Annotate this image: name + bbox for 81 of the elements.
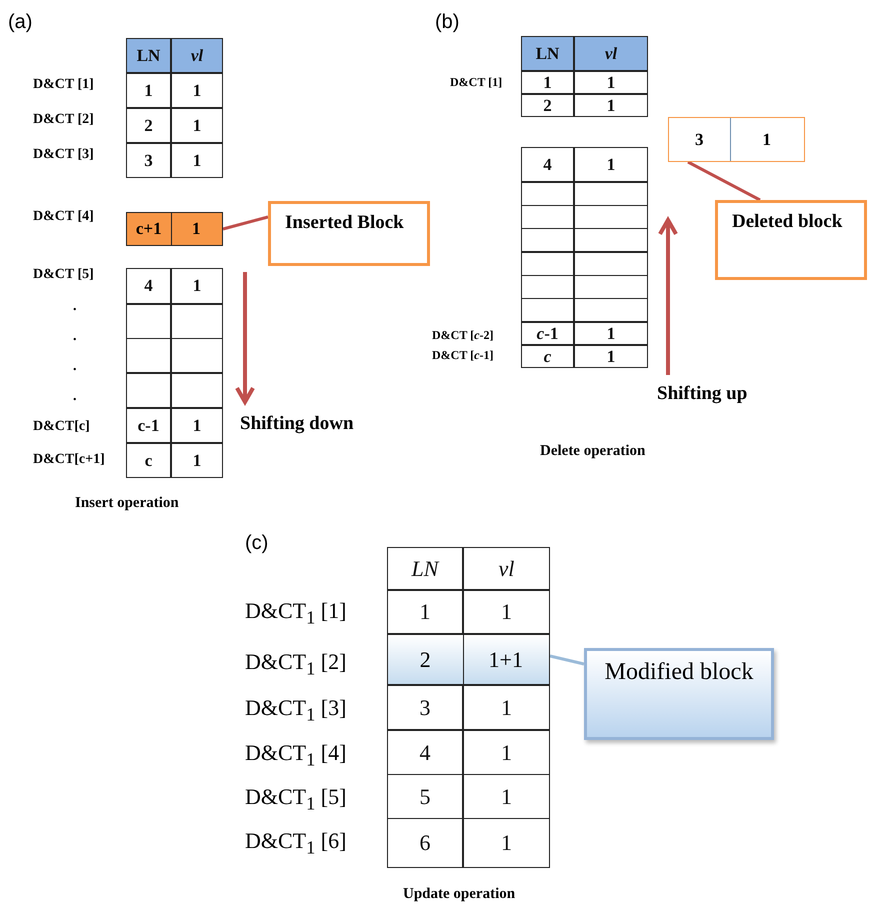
row-label: D&CT [5] [33, 268, 94, 282]
row-label: D&CT$_{1}$ [1] [245, 600, 346, 627]
table-cell: 1 [574, 322, 648, 345]
table-cell: 1 [730, 118, 803, 161]
table-cell: 3 [387, 685, 463, 730]
ellipsis-dot: . [73, 330, 76, 344]
ellipsis-dot: . [73, 360, 76, 374]
row-label: D&CT$_{1}$ [6] [245, 830, 346, 857]
callout-box: Inserted Block [268, 201, 430, 266]
table-cell: 1 [463, 685, 550, 730]
ellipsis-dot: . [73, 390, 76, 404]
table-cell: 4 [387, 730, 463, 775]
leader-line [222, 216, 268, 230]
table-cell: c [521, 345, 574, 368]
table-cell: 1 [463, 818, 550, 868]
table-cell: c-1 [126, 408, 171, 443]
table-cell: 1 [574, 147, 648, 182]
deleted-block [668, 117, 805, 162]
table-cell: 6 [387, 818, 463, 868]
table-cell: 3 [126, 143, 171, 178]
caption: Delete operation [540, 444, 646, 459]
row-label: D&CT [c-1] [432, 349, 494, 361]
table-cell: 4 [521, 147, 574, 182]
table-cell: c [126, 443, 171, 478]
table-cell: 1 [171, 73, 223, 108]
table-cell: 1 [171, 443, 223, 478]
table-cell-text: 3 [694, 128, 704, 150]
table-cell-text: c+1 [134, 218, 163, 240]
table-cell: 1 [463, 590, 550, 634]
table-cell: 1 [171, 268, 223, 304]
table-cell: 2 [126, 108, 171, 143]
table-cell: 1 [574, 71, 648, 94]
table-cell: 4 [126, 268, 171, 304]
callout-box: Modified block [584, 648, 774, 740]
row-label: D&CT [c-2] [432, 329, 494, 341]
row-label: D&CT$_{1}$ [5] [245, 786, 346, 813]
table-cell: 1 [170, 213, 221, 245]
table-cell: 1 [171, 143, 223, 178]
header-cell: vl [574, 36, 648, 71]
leader-line [687, 160, 761, 202]
header-cell: LN [521, 36, 574, 71]
row-label: D&CT [1] [33, 78, 94, 92]
header-cell: LN [126, 38, 171, 73]
row-label: D&CT [2] [33, 113, 94, 127]
table-cell: 1 [574, 345, 648, 368]
row-label: D&CT[c] [33, 420, 90, 434]
table-cell: 1 [387, 590, 463, 634]
table-cell: 1+1 [462, 635, 548, 684]
table-cell: c-1 [521, 322, 574, 345]
row-label: D&CT$_{1}$ [2] [245, 651, 346, 678]
row-label: D&CT [1] [450, 76, 502, 88]
callout-box: Deleted block [715, 200, 867, 280]
table-cell: 1 [463, 774, 550, 819]
leader-line [550, 654, 584, 666]
caption: Update operation [403, 887, 516, 902]
ellipsis-dot: . [73, 300, 76, 314]
panel-label: (c) [245, 533, 268, 553]
table-cell-text: 2 [418, 646, 432, 674]
table-cell: 1 [171, 108, 223, 143]
header-cell: vl [463, 547, 550, 590]
modified-row [387, 634, 550, 685]
table-cell: 1 [126, 73, 171, 108]
row-label: D&CT [3] [33, 148, 94, 162]
table-cell: 5 [387, 774, 463, 819]
row-label: D&CT[c+1] [33, 453, 105, 467]
table-cell: 2 [521, 94, 574, 117]
table-cell: 1 [521, 71, 574, 94]
table-cell: 1 [171, 408, 223, 443]
row-label: D&CT$_{1}$ [3] [245, 697, 346, 724]
inserted-row [126, 212, 223, 246]
header-cell: vl [171, 38, 223, 73]
row-label: D&CT [4] [33, 210, 94, 224]
panel-label: (a) [8, 12, 32, 32]
panel-label: (b) [435, 12, 460, 32]
table-cell: 1 [463, 730, 550, 775]
header-cell: LN [387, 547, 463, 590]
row-label: D&CT$_{1}$ [4] [245, 742, 346, 769]
arrow-label: Shifting down [240, 414, 354, 433]
table-cell: 1 [574, 94, 648, 117]
caption: Insert operation [75, 496, 179, 511]
arrow-label: Shifting up [657, 384, 748, 403]
